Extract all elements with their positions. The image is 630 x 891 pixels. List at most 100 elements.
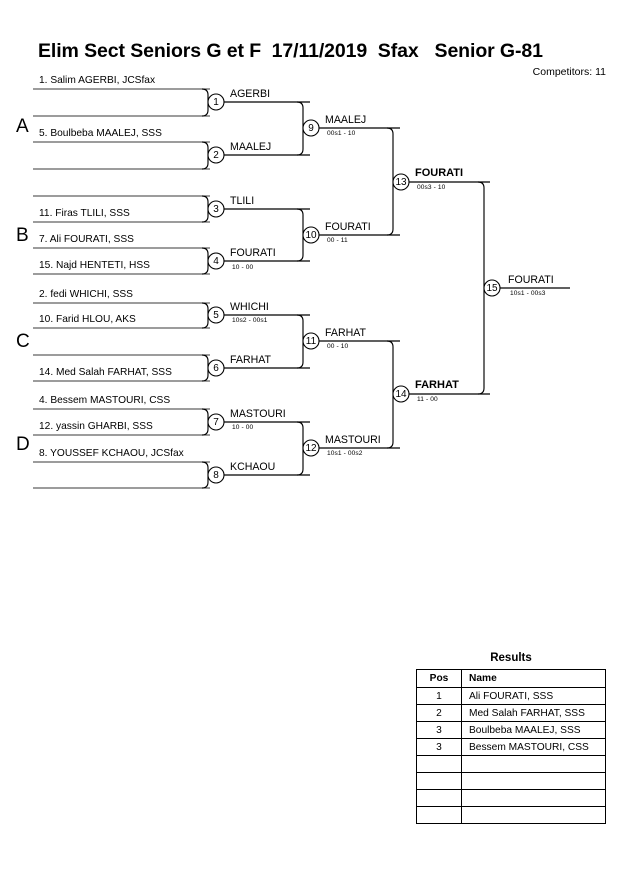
entrant-name: 7. Ali FOURATI, SSS	[39, 234, 134, 245]
bout-number: 8	[213, 470, 219, 481]
bout-connector	[386, 340, 394, 449]
bout-connector	[296, 208, 304, 262]
result-pos: 3	[416, 721, 462, 739]
bout-circle-5[interactable]	[207, 306, 225, 324]
bout-connector	[296, 101, 304, 156]
group-letter-a: A	[16, 116, 29, 137]
results-col-name: Name	[461, 669, 606, 688]
bout-score: 10 - 00	[232, 424, 253, 431]
bout-circle-10[interactable]	[302, 226, 320, 244]
bout-circle-9[interactable]	[302, 119, 320, 137]
table-row	[416, 755, 606, 773]
entrant-name: 4. Bessem MASTOURI, CSS	[39, 395, 170, 406]
bout-winner-name: MAALEJ	[325, 114, 366, 126]
competitors-count: Competitors: 11	[532, 66, 606, 78]
entrant-name: 11. Firas TLILI, SSS	[39, 208, 130, 219]
bout-score: 00 - 11	[327, 237, 348, 244]
bout-connector	[201, 354, 209, 382]
entrant-name: 1. Salim AGERBI, JCSfax	[39, 75, 155, 86]
result-pos	[416, 772, 462, 790]
bout-connector	[201, 88, 209, 117]
bout-connector	[201, 195, 209, 223]
result-pos	[416, 755, 462, 773]
result-pos	[416, 806, 462, 824]
bout-winner-name: FARHAT	[415, 379, 459, 391]
bout-score: 00 - 10	[327, 343, 348, 350]
result-pos: 2	[416, 704, 462, 722]
bout-number: 7	[213, 417, 219, 428]
bout-connectors-layer	[201, 88, 570, 489]
result-pos: 1	[416, 687, 462, 705]
bout-number: 6	[213, 363, 219, 374]
result-name	[461, 772, 606, 790]
bout-winner-name: FARHAT	[230, 354, 272, 366]
bout-circle-2[interactable]	[207, 146, 225, 164]
bout-circle-8[interactable]	[207, 466, 225, 484]
table-row	[416, 806, 606, 824]
bout-number: 1	[213, 97, 219, 108]
bout-number: 3	[213, 204, 219, 215]
group-letter-c: C	[16, 331, 30, 352]
table-row	[416, 772, 606, 790]
result-pos: 3	[416, 738, 462, 756]
bout-connector	[201, 461, 209, 489]
group-letter-d: D	[16, 434, 30, 455]
result-name: Bessem MASTOURI, CSS	[461, 738, 606, 756]
result-name	[461, 755, 606, 773]
group-letter-b: B	[16, 225, 29, 246]
page-title: Elim Sect Seniors G et F 17/11/2019 Sfax…	[38, 40, 543, 62]
bout-connector	[201, 247, 209, 275]
bout-circle-12[interactable]	[302, 439, 320, 457]
bout-circle-4[interactable]	[207, 252, 225, 270]
results-title: Results	[490, 652, 532, 664]
entrant-name: 12. yassin GHARBI, SSS	[39, 421, 153, 432]
bout-circle-13[interactable]	[392, 173, 410, 191]
bout-connector	[386, 127, 394, 236]
result-name	[461, 806, 606, 824]
bout-number: 13	[395, 177, 407, 188]
bout-circle-11[interactable]	[302, 332, 320, 350]
bout-circle-1[interactable]	[207, 93, 225, 111]
bout-score: 10s2 - 00s1	[232, 317, 268, 324]
bout-score: 10 - 00	[232, 264, 253, 271]
bout-number: 9	[308, 123, 314, 134]
bout-score: 00s3 - 10	[417, 184, 446, 191]
result-name	[461, 789, 606, 807]
bout-winner-name: FOURATI	[325, 221, 371, 233]
bout-circle-6[interactable]	[207, 359, 225, 377]
bout-number: 10	[305, 230, 317, 241]
bout-number: 5	[213, 310, 219, 321]
bout-winner-name: FARHAT	[325, 327, 367, 339]
bout-winner-name: FOURATI	[230, 247, 276, 259]
entrant-name: 8. YOUSSEF KCHAOU, JCSfax	[39, 448, 184, 459]
bout-winner-name: TLILI	[230, 195, 254, 207]
bout-winner-name: MASTOURI	[230, 408, 286, 420]
bout-score: 10s1 - 00s3	[510, 290, 546, 297]
bout-winner-name: MASTOURI	[325, 434, 381, 446]
bout-circle-15[interactable]	[483, 279, 501, 297]
bout-number: 11	[306, 336, 317, 347]
bout-number: 4	[213, 256, 219, 267]
bout-circle-14[interactable]	[392, 385, 410, 403]
entrant-name: 5. Boulbeba MAALEJ, SSS	[39, 128, 162, 139]
table-row	[416, 789, 606, 807]
bout-winner-name: WHICHI	[230, 301, 269, 313]
results-col-pos: Pos	[416, 669, 462, 688]
bout-circle-7[interactable]	[207, 413, 225, 431]
bout-number: 2	[213, 150, 219, 161]
results-header-row: Pos Name	[416, 669, 606, 688]
group-letters-layer: A B C D	[16, 116, 30, 455]
entrant-name: 10. Farid HLOU, AKS	[39, 314, 136, 325]
result-name: Ali FOURATI, SSS	[461, 687, 606, 705]
bout-circle-3[interactable]	[207, 200, 225, 218]
result-pos	[416, 789, 462, 807]
